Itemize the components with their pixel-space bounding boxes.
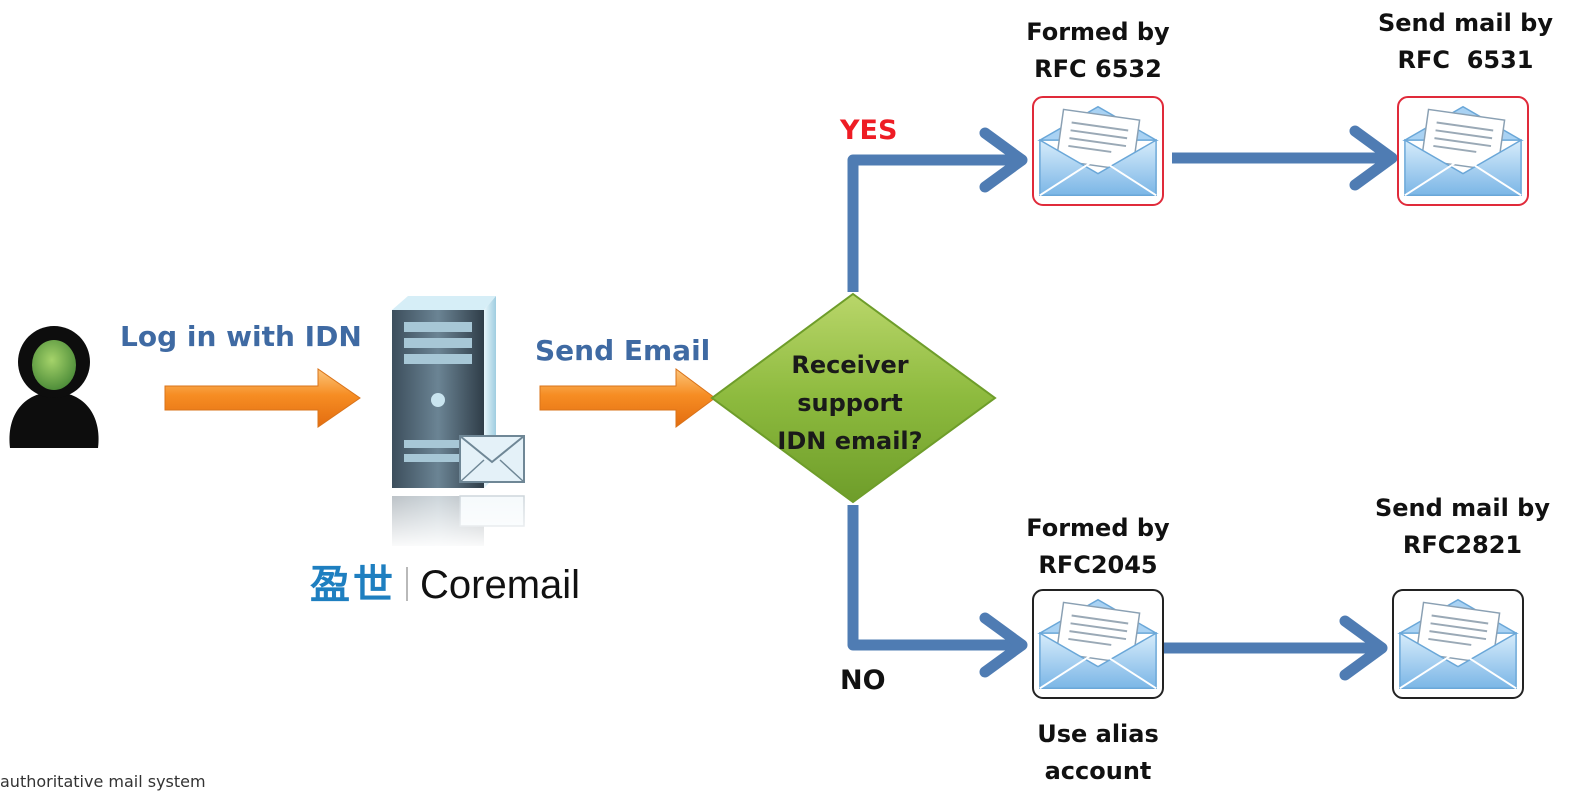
no-send-line-1: Send mail by bbox=[1374, 494, 1551, 522]
decision-text: Receiver support IDN email? bbox=[725, 346, 975, 460]
decision-line-2: support bbox=[797, 389, 903, 417]
no-send-line-2: RFC2821 bbox=[1402, 531, 1523, 559]
yes-send-title: Send mail by RFC 6531 bbox=[1368, 5, 1563, 79]
no-send-envelope bbox=[1392, 589, 1524, 699]
decision-diamond bbox=[710, 292, 997, 504]
no-formed-envelope bbox=[1032, 589, 1164, 699]
no-send-title: Send mail by RFC2821 bbox=[1365, 490, 1560, 564]
yes-formed-line-2: RFC 6532 bbox=[1034, 55, 1162, 83]
no-connector bbox=[847, 505, 1028, 678]
yes-send-connector bbox=[1172, 125, 1398, 191]
decision-line-3: IDN email? bbox=[777, 427, 923, 455]
brand-chinese: 盈世 bbox=[310, 562, 396, 608]
login-arrow bbox=[164, 368, 361, 428]
yes-connector bbox=[847, 127, 1028, 292]
no-formed-line-1: Formed by bbox=[1026, 514, 1170, 542]
yes-formed-envelope bbox=[1032, 96, 1164, 245]
alias-line-1: Use alias bbox=[1037, 720, 1159, 748]
yes-formed-line-1: Formed by bbox=[1026, 18, 1170, 46]
send-arrow bbox=[539, 368, 716, 428]
no-formed-title: Formed by RFC2045 bbox=[1003, 510, 1193, 584]
send-email-label: Send Email bbox=[535, 334, 711, 367]
coremail-logo: 盈世 Coremail bbox=[310, 552, 580, 610]
yes-send-line-1: Send mail by bbox=[1377, 9, 1554, 37]
login-label: Log in with IDN bbox=[120, 320, 362, 353]
no-send-connector bbox=[1160, 615, 1388, 681]
no-label: NO bbox=[840, 665, 886, 696]
brand-divider bbox=[406, 567, 408, 601]
alias-line-2: account bbox=[1044, 757, 1152, 785]
yes-label: YES bbox=[840, 115, 898, 146]
yes-send-envelope bbox=[1397, 96, 1529, 206]
user-icon bbox=[9, 326, 99, 448]
decision-line-1: Receiver bbox=[791, 351, 909, 379]
yes-formed-title: Formed by RFC 6532 bbox=[1003, 14, 1193, 88]
mail-server-icon bbox=[380, 296, 540, 550]
brand-english: Coremail bbox=[420, 563, 581, 607]
yes-send-line-2: RFC 6531 bbox=[1397, 46, 1534, 74]
footnote-text: authoritative mail system bbox=[0, 772, 206, 791]
no-formed-line-2: RFC2045 bbox=[1038, 551, 1158, 579]
alias-note: Use alias account bbox=[1003, 716, 1193, 790]
